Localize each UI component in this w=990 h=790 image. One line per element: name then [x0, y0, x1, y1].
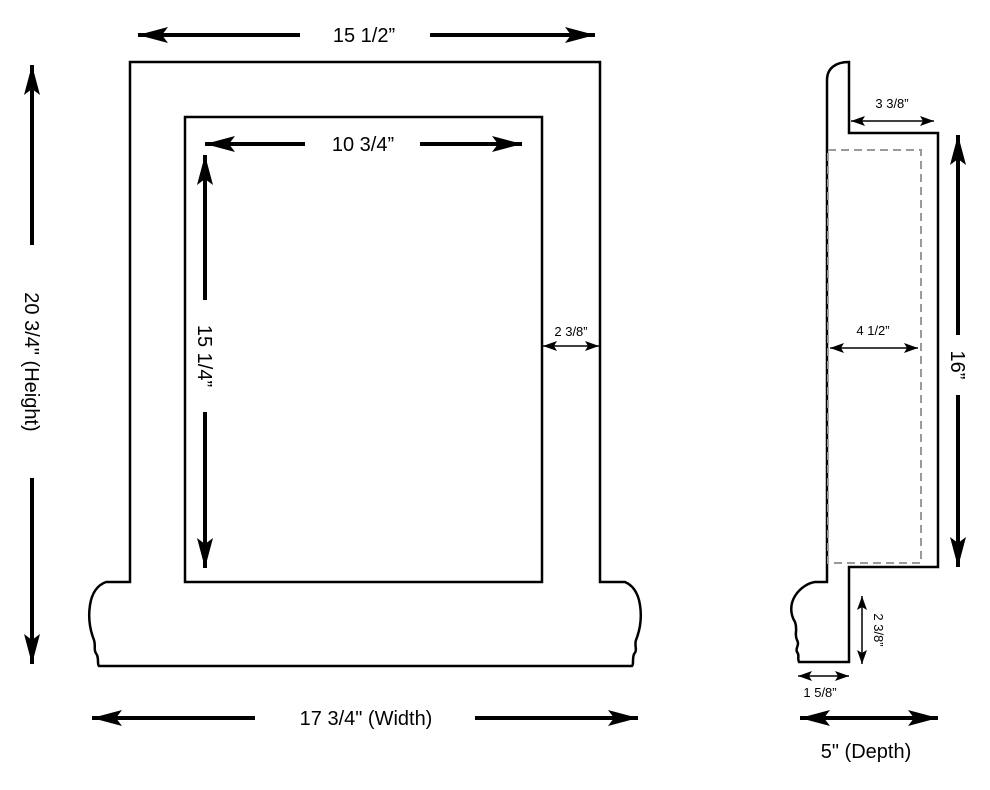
- dimension-inner-width: 10 3/4”: [205, 134, 522, 156]
- dimension-overall-depth: 5" (Depth): [800, 710, 938, 763]
- dimension-top-ledge: 3 3/8”: [851, 96, 934, 126]
- front-frame-outline: [87, 60, 643, 668]
- side-inner-dashed: [827, 149, 922, 564]
- inner-height-label: 15 1/4”: [193, 325, 215, 387]
- dimension-overall-height: 20 3/4" (Height): [20, 65, 42, 664]
- top-width-label: 15 1/2”: [333, 25, 395, 47]
- dimension-inner-depth: 4 1/2”: [830, 323, 918, 353]
- inner-width-label: 10 3/4”: [332, 134, 394, 156]
- side-height-label: 16”: [946, 351, 968, 380]
- top-ledge-label: 3 3/8”: [875, 96, 908, 111]
- overall-depth-label: 5" (Depth): [821, 741, 911, 763]
- dimension-frame-border: 2 3/8”: [543, 324, 599, 351]
- dimension-base-depth: 1 5/8”: [798, 671, 849, 700]
- overall-height-label: 20 3/4" (Height): [20, 292, 42, 431]
- frame-border-label: 2 3/8”: [554, 324, 587, 339]
- overall-width-label: 17 3/4" (Width): [300, 708, 433, 730]
- side-profile-outline: [790, 60, 940, 664]
- base-depth-label: 1 5/8”: [803, 685, 836, 700]
- dimension-top-width: 15 1/2”: [138, 25, 595, 47]
- dimension-side-height: 16”: [946, 135, 968, 567]
- dimension-base-height: 2 3/8”: [857, 596, 886, 664]
- front-view: 15 1/2” 10 3/4” 15 1/4” 2 3/8” 20 3/4" (…: [20, 25, 643, 730]
- front-opening: [183, 115, 544, 584]
- dimension-inner-height: 15 1/4”: [193, 155, 215, 568]
- base-height-label: 2 3/8”: [871, 613, 886, 646]
- side-view: 3 3/8” 4 1/2” 16” 2 3/8” 1 5/8” 5" (Dept…: [790, 60, 968, 763]
- dimension-overall-width: 17 3/4" (Width): [92, 708, 638, 730]
- inner-depth-label: 4 1/2”: [856, 323, 889, 338]
